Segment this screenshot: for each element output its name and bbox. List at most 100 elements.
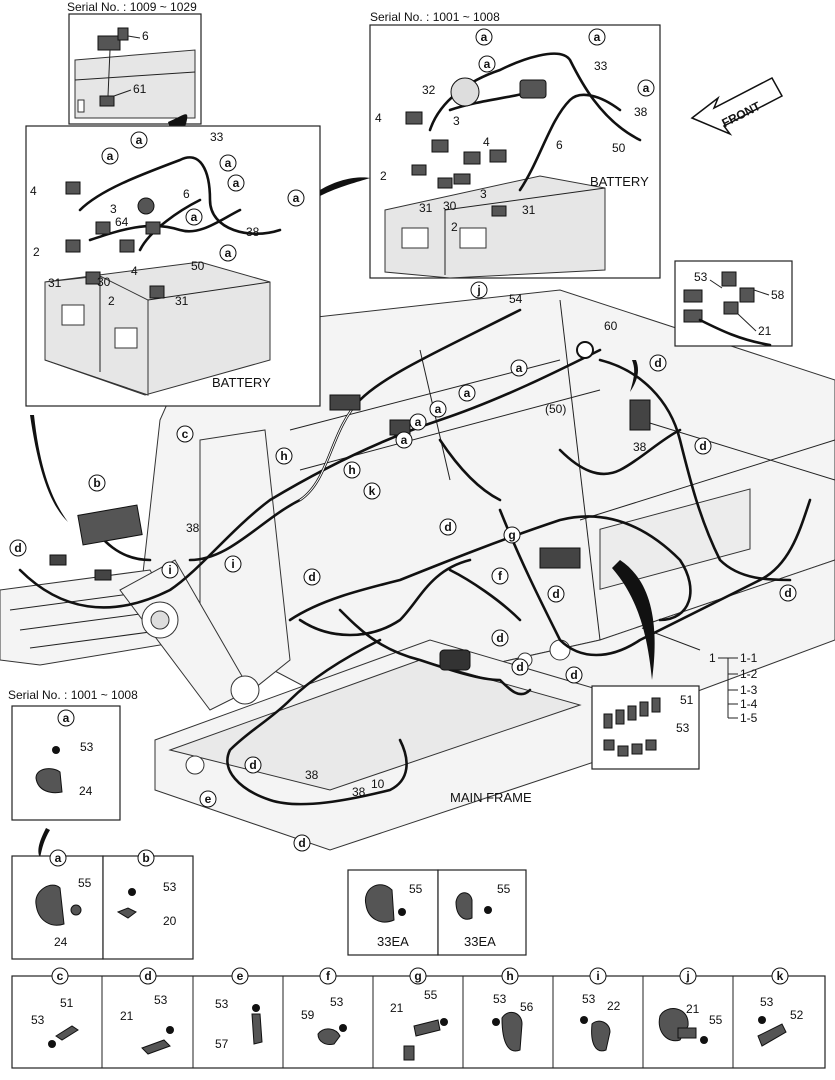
part-6: 6	[556, 138, 563, 152]
svg-text:a: a	[136, 133, 143, 147]
leader-swoosh-right	[630, 360, 638, 392]
part-53: 53	[676, 721, 690, 735]
part-55-b: 55	[497, 882, 511, 896]
part-30: 30	[443, 199, 457, 213]
svg-text:a: a	[415, 415, 422, 429]
part-31-a: 31	[419, 201, 433, 215]
part-50: 50	[612, 141, 626, 155]
svg-text:d: d	[144, 969, 151, 983]
part-k-53: 53	[760, 995, 774, 1009]
part-i-22: 22	[607, 999, 621, 1013]
main-part-numbers: 54 60 (50) 38 38 38 10 38 MAIN FRAME	[186, 292, 647, 805]
harness-legend: 1 1-1 1-2 1-3 1-4 1-5	[641, 627, 758, 725]
legend-item-1-4: 1-4	[740, 697, 758, 711]
part-4-a: 4	[375, 111, 382, 125]
part-2-a: 2	[33, 245, 40, 259]
svg-text:d: d	[444, 520, 451, 534]
svg-text:d: d	[516, 660, 523, 674]
svg-text:a: a	[233, 176, 240, 190]
battery-right-title: BATTERY	[590, 174, 649, 189]
main-callouts: c b d i i h h k j a a a a a d d d g f d …	[9, 281, 797, 852]
part-c-53: 53	[31, 1013, 45, 1027]
part-53: 53	[80, 740, 94, 754]
svg-text:g: g	[414, 969, 421, 983]
leader-swoosh-fuse	[612, 560, 655, 680]
part-2-b: 2	[108, 294, 115, 308]
detail-qty: 55 33EA 55 33EA	[347, 869, 527, 956]
svg-text:j: j	[685, 969, 689, 983]
detail-strip: c d e f g h i j k 51 53 53 21 53 57 53 5…	[11, 967, 826, 1069]
part-38-c: 38	[305, 768, 319, 782]
svg-text:j: j	[476, 283, 480, 297]
svg-text:h: h	[280, 449, 287, 463]
serial-top-right: Serial No. : 1001 ~ 1008	[370, 10, 500, 24]
legend-item-1-5: 1-5	[740, 711, 758, 725]
part-g-21: 21	[390, 1001, 404, 1015]
inset-serial-1009: Serial No. : 1009 ~ 1029 6 61	[67, 0, 202, 125]
svg-text:f: f	[498, 569, 503, 583]
svg-text:d: d	[654, 356, 661, 370]
part-4-b: 4	[131, 264, 138, 278]
svg-text:k: k	[369, 484, 376, 498]
leader-swoosh-left	[30, 415, 68, 522]
svg-text:d: d	[552, 587, 559, 601]
part-g-55: 55	[424, 988, 438, 1002]
part-64: 64	[115, 215, 129, 229]
svg-text:d: d	[298, 836, 305, 850]
svg-text:a: a	[484, 57, 491, 71]
part-32: 32	[422, 83, 436, 97]
part-10: 10	[371, 777, 385, 791]
part-4-b: 4	[483, 135, 490, 149]
svg-text:d: d	[14, 541, 21, 555]
part-24: 24	[54, 935, 68, 949]
part-31-b: 31	[175, 294, 189, 308]
svg-text:a: a	[516, 361, 523, 375]
legend-item-1-1: 1-1	[740, 651, 758, 665]
part-50: 50	[191, 259, 205, 273]
part-38-d: 38	[352, 785, 366, 799]
svg-text:i: i	[168, 563, 171, 577]
svg-text:a: a	[63, 711, 70, 725]
part-33: 33	[210, 130, 224, 144]
part-d-21: 21	[120, 1009, 134, 1023]
svg-text:d: d	[784, 586, 791, 600]
part-54: 54	[509, 292, 523, 306]
part-e-57: 57	[215, 1037, 229, 1051]
legend-item-1-3: 1-3	[740, 683, 758, 697]
leader-swoosh-a	[38, 828, 50, 858]
inset-a-serial: Serial No. : 1001 ~ 1008 a 53 24	[8, 688, 138, 821]
part-38: 38	[246, 225, 260, 239]
part-k-52: 52	[790, 1008, 804, 1022]
serial-top-left: Serial No. : 1009 ~ 1029	[67, 0, 197, 14]
svg-text:i: i	[231, 557, 234, 571]
inset-connector: 53 58 21	[674, 260, 793, 347]
inset-battery-left: a a a a a a a 33 4 3 64 6 38 2 31 30 4 2…	[25, 125, 321, 407]
inset-fuse: 51 53	[591, 685, 700, 770]
part-f-53: 53	[330, 995, 344, 1009]
part-6: 6	[142, 29, 149, 43]
part-c-51: 51	[60, 996, 74, 1010]
part-h-56: 56	[520, 1000, 534, 1014]
svg-text:a: a	[191, 210, 198, 224]
part-53: 53	[694, 270, 708, 284]
svg-text:a: a	[225, 156, 232, 170]
svg-text:b: b	[93, 476, 100, 490]
part-31-a: 31	[48, 276, 62, 290]
serial-bottom-left: Serial No. : 1001 ~ 1008	[8, 688, 138, 702]
battery-left-title: BATTERY	[212, 375, 271, 390]
svg-text:e: e	[205, 792, 212, 806]
part-51: 51	[680, 693, 694, 707]
svg-text:a: a	[435, 402, 442, 416]
part-2-b: 2	[451, 220, 458, 234]
svg-text:b: b	[142, 851, 149, 865]
svg-text:d: d	[699, 439, 706, 453]
part-38: 38	[634, 105, 648, 119]
part-31-b: 31	[522, 203, 536, 217]
part-d-53: 53	[154, 993, 168, 1007]
legend-item-1-2: 1-2	[740, 667, 758, 681]
legend-main: 1	[709, 651, 716, 665]
part-i-53: 53	[582, 992, 596, 1006]
svg-text:c: c	[57, 969, 64, 983]
svg-text:a: a	[293, 191, 300, 205]
part-24: 24	[79, 784, 93, 798]
